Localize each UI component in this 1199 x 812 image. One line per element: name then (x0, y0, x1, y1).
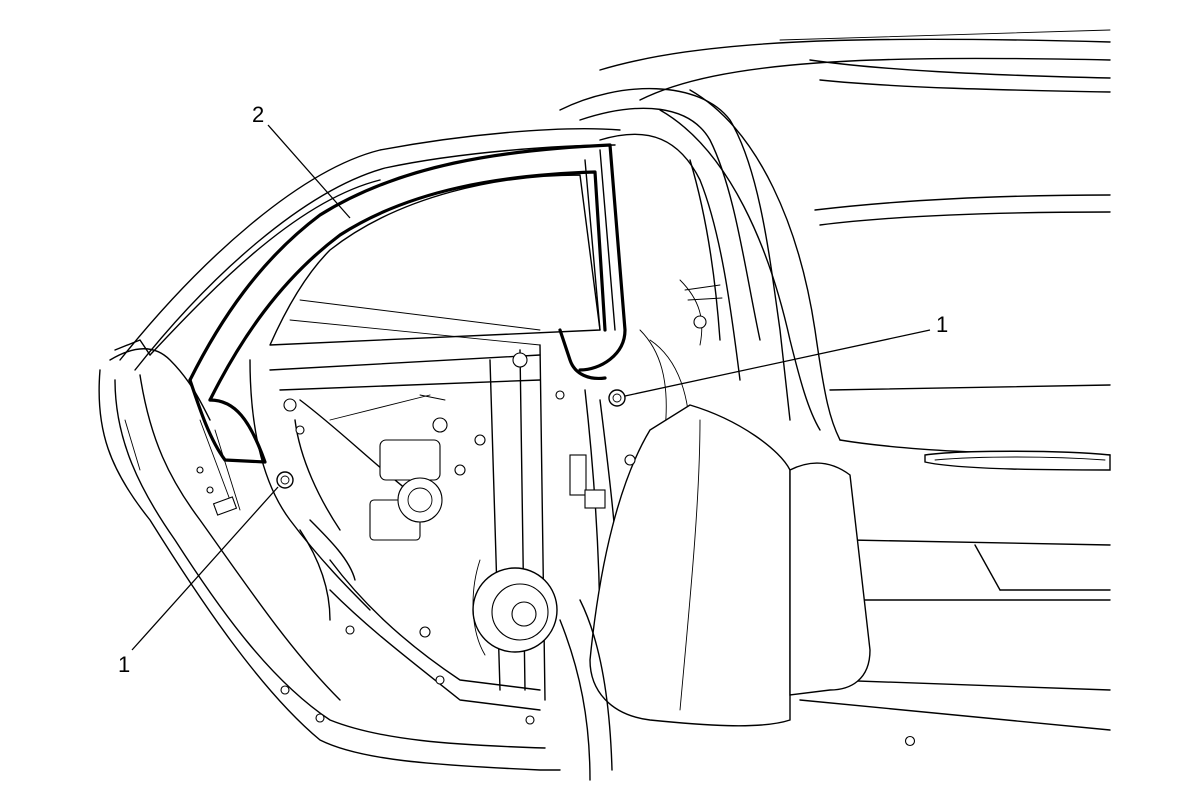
vehicle-body (599, 29, 1111, 747)
fastener-left (276, 471, 294, 489)
wheel-arch-panel (559, 404, 871, 781)
callout-label-fastener-left: 1 (118, 652, 130, 677)
leader-fastener-right (624, 329, 931, 397)
rear-door-panel (98, 128, 636, 771)
fastener-right (608, 389, 626, 407)
leader-weatherstrip (267, 124, 351, 219)
leader-fastener-left (131, 486, 279, 651)
callout-label-weatherstrip: 2 (252, 102, 264, 127)
weatherstrip-seal (188, 143, 627, 382)
callout-label-fastener-right: 1 (936, 312, 948, 337)
